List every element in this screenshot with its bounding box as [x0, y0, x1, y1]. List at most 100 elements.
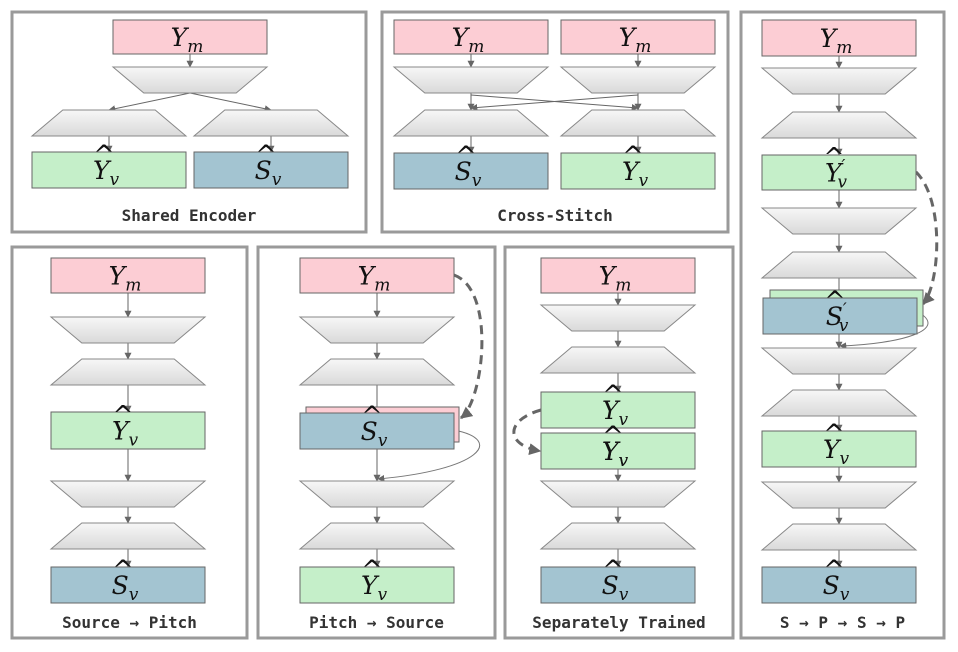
ps-bottom-2-label: Yv^: [361, 555, 388, 605]
cs-decoder-left: [392, 109, 550, 137]
sp-3-symbol: Yv: [112, 417, 139, 451]
panel-caption-cross_stitch: Cross-Stitch: [497, 206, 613, 225]
spsp-bottom-2-symbol: Yv: [823, 435, 850, 469]
ps-top-trap-1: [298, 316, 456, 344]
spsp-concat-curve: [839, 311, 929, 350]
se-pitch-out-box: [31, 151, 187, 189]
st-top-3-hat: ^: [603, 380, 624, 409]
se-source-out-box: [193, 151, 349, 189]
st-top-trap-2: [539, 346, 697, 374]
cs-source-out-hat: ^: [456, 141, 477, 170]
spsp-bottom-trap-3: [760, 481, 918, 509]
cs-pitch-out-hat: ^: [623, 141, 644, 170]
spsp-top-0-symbol: Ym: [820, 24, 853, 58]
spsp-bottom-2-label: Yv^: [823, 419, 850, 469]
ps-bottom-2-hat: ^: [362, 555, 383, 584]
cs-input-right-box: [560, 19, 716, 55]
cs-source-out-label: Sv^: [455, 141, 482, 191]
ps-concat-curve: [377, 429, 481, 482]
spsp-bottom-5-symbol: Sv: [823, 571, 850, 605]
spsp-top-3-box: [761, 154, 917, 191]
sp-0-box: [50, 257, 206, 294]
spsp-top-3-label: Y′v^: [824, 143, 848, 193]
se-pitch-out-symbol: Yv: [93, 156, 120, 190]
ps-bottom-2-box: [299, 566, 455, 604]
spsp-source-prime-box: [762, 297, 918, 335]
cs-encoder-left: [392, 66, 550, 94]
spsp-bottom-2-box: [761, 430, 917, 468]
sp-trap-2: [49, 358, 207, 386]
st-bottom-3-label: Sv^: [602, 555, 629, 605]
spsp-bottom-trap-0: [760, 347, 918, 375]
se-arrow-split-left: [108, 92, 191, 113]
sp-6-hat: ^: [113, 555, 134, 584]
se-source-out-label: Sv^: [255, 140, 282, 190]
se-input-symbol: Ym: [171, 23, 204, 57]
cs-input-left-symbol: Ym: [452, 23, 485, 57]
st-bottom-3-symbol: Sv: [602, 571, 629, 605]
se-pitch-out-label: Yv^: [93, 140, 120, 190]
st-pitch-second-hat: ^: [603, 421, 624, 450]
st-bottom-0-box: [540, 432, 696, 470]
se-source-out-symbol: Sv: [255, 156, 282, 190]
st-dashed-arrow: [512, 408, 542, 456]
cs-pitch-out-label: Yv^: [622, 141, 649, 191]
cs-input-right-symbol: Ym: [619, 23, 652, 57]
cs-encoder-right: [559, 66, 717, 94]
st-bottom-0-hat: ^: [603, 421, 624, 450]
st-top-0-symbol: Ym: [599, 262, 632, 296]
se-decoder-left: [30, 109, 188, 137]
st-top-3-symbol: Yv: [602, 396, 629, 430]
cs-source-out-box: [393, 152, 549, 190]
spsp-bottom-trap-1: [760, 389, 918, 417]
se-input-box: [112, 19, 268, 55]
cs-pitch-out-box: [560, 152, 716, 190]
cs-input-left-label: Ym: [452, 23, 485, 57]
sp-3-label: Yv^: [112, 401, 139, 451]
panel-caption-source_pitch: Source → Pitch: [62, 613, 197, 632]
se-arrow-split-right: [189, 92, 272, 113]
sp-3-hat: ^: [113, 401, 134, 430]
cs-input-right-label: Ym: [619, 23, 652, 57]
panel-caption-spsp: S → P → S → P: [780, 613, 905, 632]
se-decoder-right: [192, 109, 350, 137]
st-bottom-3-box: [540, 566, 696, 604]
st-top-3-label: Yv^: [602, 380, 629, 430]
se-pitch-out-hat: ^: [94, 140, 115, 169]
st-top-trap-1: [539, 304, 697, 332]
cs-decoder-right: [559, 109, 717, 137]
spsp-top-trap-1: [760, 67, 918, 95]
spsp-bottom-trap-4: [760, 523, 918, 551]
panel-caption-separately_trained: Separately Trained: [532, 613, 705, 632]
spsp-bottom-5-box: [761, 566, 917, 604]
se-input-label: Ym: [171, 23, 204, 57]
st-bottom-0-symbol: Yv: [602, 437, 629, 471]
sp-0-label: Ym: [109, 262, 142, 296]
spsp-top-trap-2: [760, 111, 918, 139]
ps-top-0-label: Ym: [358, 262, 391, 296]
panel-caption-pitch_source: Pitch → Source: [309, 613, 444, 632]
sp-3-box: [50, 411, 206, 450]
se-source-out-hat: ^: [256, 140, 277, 169]
se-encoder: [111, 66, 269, 94]
st-bottom-0-label: Yv^: [602, 421, 629, 471]
ps-source-mid-label: Sv^: [361, 401, 388, 451]
ps-top-trap-2: [298, 358, 456, 386]
spsp-top-0-label: Ym: [820, 24, 853, 58]
spsp-source-prime-label: S′v^: [825, 286, 849, 336]
cs-cross-arrow-rl: [470, 94, 639, 112]
ps-skip-dashed-arrow: [453, 273, 484, 420]
panel-caption-shared_encoder: Shared Encoder: [122, 206, 257, 225]
st-pitch-second-label: Yv^: [602, 421, 629, 471]
ps-top-0-symbol: Ym: [358, 262, 391, 296]
st-bottom-3-hat: ^: [603, 555, 624, 584]
sp-6-label: Sv^: [112, 555, 139, 605]
ps-bottom-2-symbol: Yv: [361, 571, 388, 605]
sp-6-symbol: Sv: [112, 571, 139, 605]
spsp-top-3-symbol: Y′v: [825, 157, 847, 193]
st-bottom-trap-1: [539, 480, 697, 508]
cs-input-left-box: [393, 19, 549, 55]
st-pitch-second-symbol: Yv: [602, 437, 629, 471]
cs-pitch-out-symbol: Yv: [622, 157, 649, 191]
